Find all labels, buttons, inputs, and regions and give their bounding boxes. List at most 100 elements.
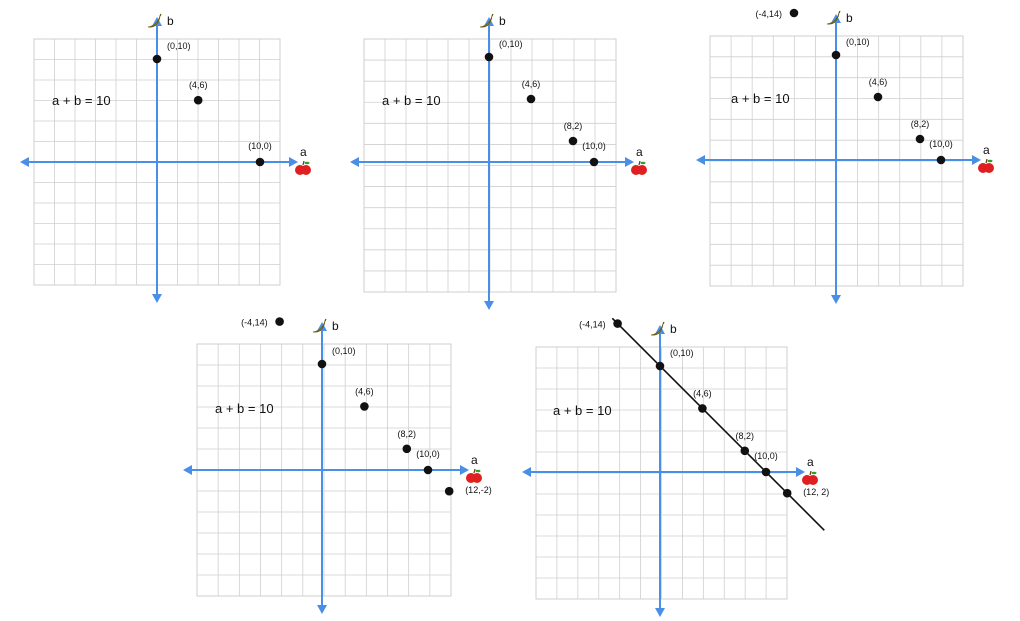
equation-label: a + b = 10 xyxy=(52,93,111,108)
data-point xyxy=(698,404,707,413)
apple-body-right xyxy=(637,165,647,175)
data-point xyxy=(360,402,369,411)
x-axis-label: a xyxy=(636,145,643,159)
banana-icon xyxy=(312,318,327,333)
point-label: (4,6) xyxy=(522,79,541,89)
y-axis-label: b xyxy=(846,11,853,25)
point-label: (8,2) xyxy=(911,119,930,129)
data-point xyxy=(613,319,622,328)
apple-body-right xyxy=(472,473,482,483)
graph-panel-3: a b a + b = 10 (-4,14) (0,10) (4,6) (8,2) (10,0… xyxy=(696,8,994,304)
apple-leaf xyxy=(304,161,310,165)
y-axis-label: b xyxy=(499,14,506,28)
data-point xyxy=(915,134,925,144)
point-label: (10,0) xyxy=(754,451,778,461)
x-arrow-left xyxy=(20,157,29,167)
apple-body-right xyxy=(808,475,818,485)
axes xyxy=(20,17,298,303)
data-point xyxy=(873,92,883,102)
equation-label: a + b = 10 xyxy=(731,91,790,106)
x-arrow-right xyxy=(460,465,469,475)
point-label: (4,6) xyxy=(693,388,712,398)
banana-tip xyxy=(159,13,162,17)
axes xyxy=(696,14,981,304)
point-label: (10,0) xyxy=(416,449,440,459)
data-point xyxy=(568,136,578,146)
point-label: (8,2) xyxy=(398,429,417,439)
x-arrow-right xyxy=(289,157,298,167)
data-point xyxy=(193,95,203,105)
y-axis-label: b xyxy=(670,322,677,336)
point-label: (4,6) xyxy=(189,80,208,90)
point-label: (0,10) xyxy=(499,39,523,49)
data-point xyxy=(589,157,599,167)
apple-body-right xyxy=(301,165,311,175)
apple-stem xyxy=(638,160,641,166)
point-label: (4,6) xyxy=(355,386,374,396)
apple-leaf xyxy=(811,471,817,475)
point-label: (0,10) xyxy=(670,348,694,358)
data-point xyxy=(152,54,162,64)
x-axis-label: a xyxy=(300,145,307,159)
banana-icon xyxy=(650,321,665,336)
apple-icon xyxy=(466,468,482,483)
banana-tip xyxy=(662,321,665,325)
data-point xyxy=(317,359,327,369)
data-point xyxy=(740,446,750,456)
point-label: (-4,14) xyxy=(579,320,606,330)
data-point xyxy=(402,444,412,454)
data-point xyxy=(761,467,771,477)
equation-label: a + b = 10 xyxy=(553,403,612,418)
data-point xyxy=(789,8,799,18)
y-arrow-down xyxy=(317,605,327,614)
x-arrow-left xyxy=(522,467,531,477)
x-arrow-left xyxy=(696,155,705,165)
apple-body-right xyxy=(984,163,994,173)
y-arrow-down xyxy=(152,294,162,303)
apple-stem xyxy=(985,158,988,164)
point-label: (0,10) xyxy=(167,41,191,51)
banana-icon xyxy=(826,10,841,25)
apple-stem xyxy=(302,160,305,166)
x-arrow-right xyxy=(972,155,981,165)
equation-label: a + b = 10 xyxy=(382,93,441,108)
y-arrow-down xyxy=(831,295,841,304)
data-point xyxy=(655,361,665,371)
point-label: (0,10) xyxy=(846,37,870,47)
x-axis-label: a xyxy=(983,143,990,157)
banana-tip xyxy=(838,10,841,14)
banana-icon xyxy=(479,13,494,28)
apple-leaf xyxy=(987,159,993,163)
data-point xyxy=(831,50,841,60)
point-label: (8,2) xyxy=(736,431,755,441)
equation-label: a + b = 10 xyxy=(215,401,274,416)
axes xyxy=(350,17,634,310)
data-point xyxy=(275,317,284,326)
banana-icon xyxy=(147,13,162,28)
y-arrow-down xyxy=(655,608,665,617)
x-arrow-left xyxy=(350,157,359,167)
point-label: (4,6) xyxy=(869,77,888,87)
apple-icon xyxy=(295,160,311,175)
point-label: (10,0) xyxy=(929,139,953,149)
x-arrow-left xyxy=(183,465,192,475)
data-point xyxy=(526,94,536,104)
y-axis-label: b xyxy=(332,319,339,333)
graph-panel-4: aba + b = 10(-4,14)(0,10)(4,6)(8,2)(10,0… xyxy=(183,317,492,614)
graph-panel-2: aba + b = 10(0,10)(4,6)(8,2)(10,0) xyxy=(350,13,647,310)
axes xyxy=(183,322,469,614)
apple-stem xyxy=(473,468,476,474)
graph-panel-1: aba + b = 10(0,10)(4,6)(10,0) xyxy=(20,13,311,303)
point-label: (12, 2) xyxy=(803,487,829,497)
point-label: (10,0) xyxy=(582,141,606,151)
point-label: (-4,14) xyxy=(755,9,782,19)
apple-icon xyxy=(631,160,647,175)
apple-icon xyxy=(978,158,994,173)
apple-stem xyxy=(809,470,812,476)
data-point xyxy=(484,52,494,62)
apple-leaf xyxy=(475,469,481,473)
apple-leaf xyxy=(640,161,646,165)
x-axis-label: a xyxy=(471,453,478,467)
point-label: (-4,14) xyxy=(241,318,268,328)
